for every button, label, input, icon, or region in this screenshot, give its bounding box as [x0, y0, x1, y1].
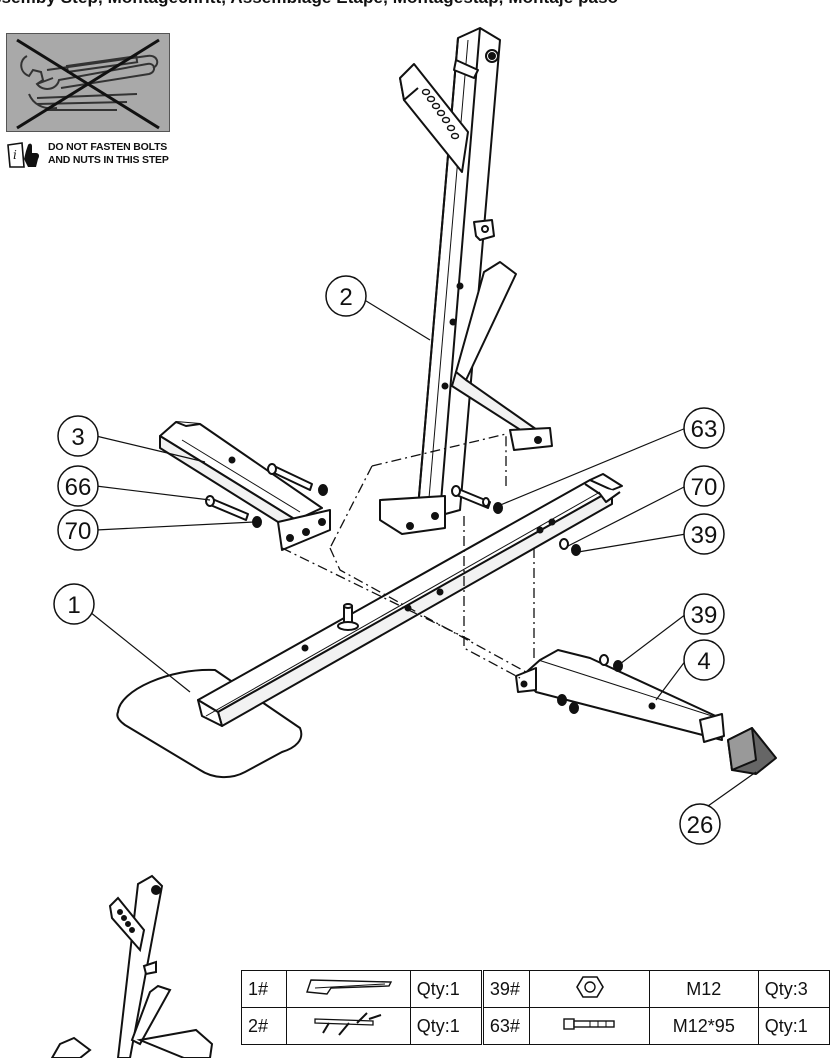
parts-table: 1# Qty:1 39# M12 Qty:3 2# Qty:1 63# M12*…	[240, 970, 830, 1045]
end-cap-26	[727, 727, 777, 775]
base-frame-icon	[286, 970, 411, 1008]
svg-text:i: i	[13, 148, 17, 162]
upright-2	[379, 27, 553, 535]
callout-70-right-label: 70	[691, 474, 718, 501]
callout-26-label: 26	[687, 812, 714, 839]
part-spec: M12	[648, 970, 759, 1008]
nut-icon	[529, 970, 650, 1008]
crossbar-1	[197, 473, 623, 727]
arm-3	[159, 421, 331, 551]
table-row: 1# Qty:1 39# M12 Qty:3	[240, 970, 830, 1008]
page-title: ssemby Step, Montagechritt, Assemblage E…	[0, 0, 618, 8]
part-qty: Qty:1	[409, 970, 484, 1008]
part-number: 1#	[240, 970, 288, 1008]
callout-63: 63	[683, 407, 725, 449]
callout-1: 1	[53, 583, 95, 625]
callout-2: 2	[325, 275, 367, 317]
callout-1-label: 1	[67, 592, 80, 619]
upright-frame-icon	[286, 1007, 411, 1045]
part-number: 2#	[240, 1007, 288, 1045]
part-number: 63#	[481, 1007, 531, 1045]
info-hand-icon: i	[7, 142, 40, 168]
part-qty: Qty:1	[409, 1007, 484, 1045]
callout-26: 26	[679, 803, 721, 845]
callout-4-label: 4	[697, 648, 710, 675]
part-qty: Qty:1	[757, 1007, 830, 1045]
callout-39-upper-label: 39	[691, 522, 718, 549]
part-number: 39#	[481, 970, 531, 1008]
callout-4: 4	[683, 639, 725, 681]
callout-39-lower: 39	[683, 593, 725, 635]
part-qty: Qty:3	[757, 970, 830, 1008]
callout-70-left-label: 70	[65, 518, 92, 545]
callout-63-label: 63	[691, 416, 718, 443]
table-row: 2# Qty:1 63# M12*95 Qty:1	[240, 1007, 830, 1045]
callout-66-label: 66	[65, 474, 92, 501]
warning-note-line2: AND NUTS IN THIS STEP	[48, 154, 169, 166]
arm-4	[515, 649, 725, 743]
hardware	[205, 463, 623, 714]
callout-70-right: 70	[683, 465, 725, 507]
callout-70-left: 70	[57, 509, 99, 551]
callout-39-upper: 39	[683, 513, 725, 555]
callout-2-label: 2	[339, 284, 352, 311]
callout-3-label: 3	[71, 424, 84, 451]
bolt-icon	[529, 1007, 650, 1045]
warning-note: i DO NOT FASTEN BOLTS AND NUTS IN THIS S…	[6, 139, 186, 173]
leader-lines	[89, 295, 757, 807]
part-spec: M12*95	[648, 1007, 759, 1045]
callout-39-lower-label: 39	[691, 602, 718, 629]
assembled-preview-thumbnail	[50, 874, 214, 1058]
base-plate	[116, 668, 303, 778]
callout-3: 3	[57, 415, 99, 457]
warning-note-line1: DO NOT FASTEN BOLTS	[48, 141, 168, 153]
callout-66: 66	[57, 465, 99, 507]
wrench-crossed-out-icon	[6, 33, 170, 132]
guide-lines	[281, 433, 535, 679]
